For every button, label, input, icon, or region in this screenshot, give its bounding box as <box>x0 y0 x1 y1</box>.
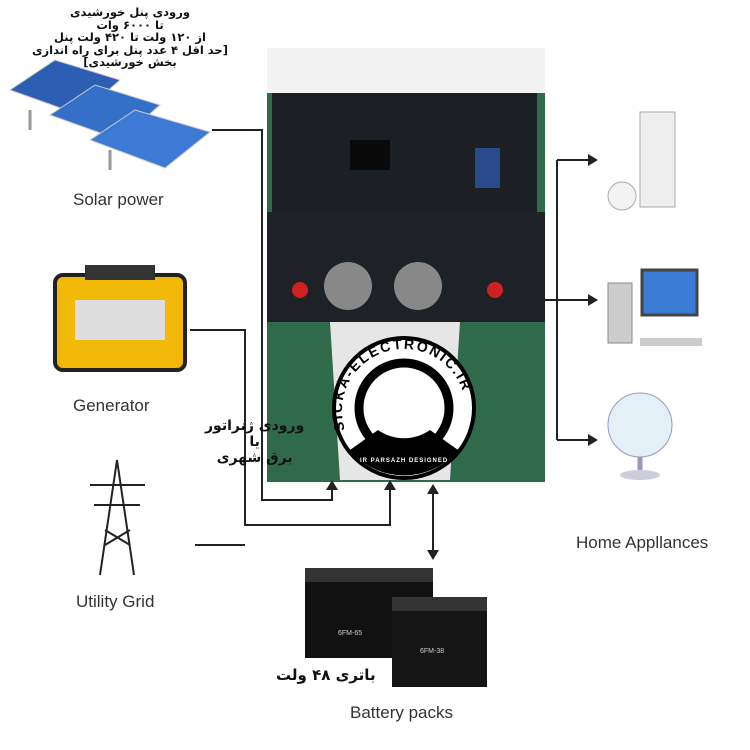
logo-subtitle: IR PARSAZH DESIGNED <box>360 458 449 464</box>
utility-grid-label: Utility Grid <box>76 592 155 611</box>
battery-icon <box>305 568 487 687</box>
generator-label: Generator <box>73 396 150 415</box>
note-line: تا ۶۰۰۰ وات <box>96 17 164 32</box>
battery-voltage-note: باتری ۴۸ ولت <box>276 666 376 684</box>
note-line: یا <box>249 434 260 450</box>
note-line: [حد اقل ۴ عدد پنل برای راه اندازی <box>32 42 228 57</box>
computer-icon <box>607 268 702 346</box>
note-line: ورودی پنل خورشیدی <box>70 5 190 19</box>
note-line: برق شهری <box>216 450 293 466</box>
solar-power-label: Solar power <box>73 190 164 209</box>
note-line: ورودی ژنراتور <box>205 418 305 434</box>
battery-model-label: 6FM-65 <box>338 630 363 637</box>
generator-input-note: ورودی ژنراتور یا برق شهری <box>205 418 304 466</box>
fan-icon <box>607 392 673 480</box>
connection-lines <box>190 129 590 552</box>
home-appliances-label: Home Appllances <box>576 533 709 552</box>
utility-pylon-icon <box>90 459 145 576</box>
solar-input-note: ورودی پنل خورشیدی تا ۶۰۰۰ وات از ۱۲۰ ولت… <box>0 6 260 69</box>
arrow-heads <box>326 154 598 560</box>
note-line: از ۱۲۰ ولت تا ۴۲۰ ولت پنل <box>54 30 206 44</box>
note-line: بخش خورشیدی] <box>83 55 177 69</box>
air-conditioner-icon <box>607 111 676 211</box>
generator-icon <box>53 265 187 372</box>
solar-panel-icon <box>8 59 212 170</box>
battery-model-label: 6FM-38 <box>420 648 445 655</box>
sicka-electronic-logo: SICKA-ELECTRONIC.IR <box>329 336 476 480</box>
battery-packs-label: Battery packs <box>350 703 453 722</box>
